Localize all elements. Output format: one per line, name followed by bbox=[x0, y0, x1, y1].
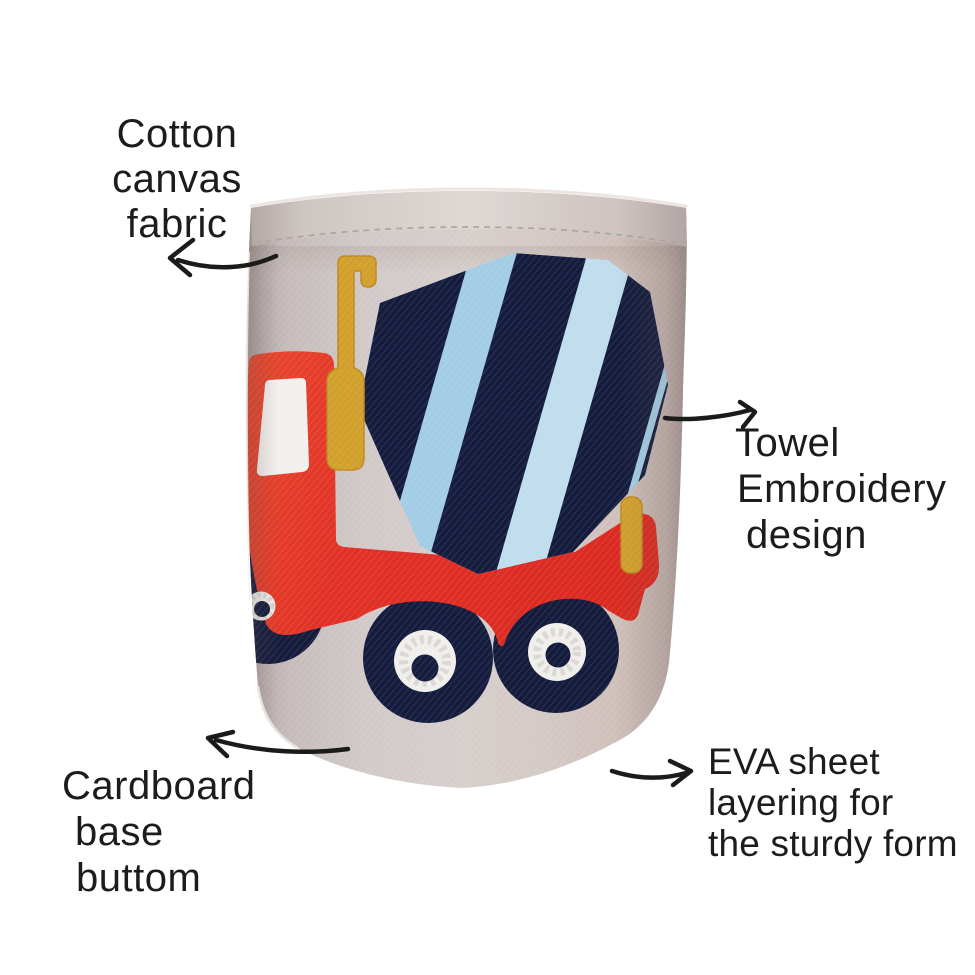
right-side-shading bbox=[615, 191, 687, 788]
arrow-to-cardboard-label bbox=[205, 729, 351, 759]
left-edge-seam bbox=[245, 251, 251, 601]
label-line: Cotton bbox=[116, 112, 238, 156]
arrow-to-eva-label bbox=[609, 758, 694, 788]
basket-rim bbox=[251, 191, 687, 247]
cardboard-base-label: Cardboard base buttom bbox=[62, 763, 256, 901]
label-line: layering for bbox=[708, 782, 894, 823]
label-line: the sturdy form bbox=[708, 823, 958, 864]
label-line: Cardboard bbox=[62, 764, 256, 808]
label-line: fabric bbox=[126, 202, 228, 246]
arrow-to-cotton-label bbox=[167, 237, 279, 278]
rim-stitch-line bbox=[253, 226, 685, 245]
rim-top-highlight bbox=[249, 187, 688, 208]
label-line: canvas bbox=[112, 157, 242, 201]
towel-embroidery-label: Towel Embroidery design bbox=[735, 420, 947, 558]
cotton-canvas-label: Cotton canvas fabric bbox=[61, 112, 293, 247]
label-line: Towel bbox=[735, 421, 840, 465]
label-line: EVA sheet bbox=[708, 741, 880, 782]
bottom-edge-seam bbox=[256, 685, 299, 750]
label-line: Embroidery bbox=[737, 467, 947, 511]
label-line: base bbox=[75, 810, 164, 854]
fabric-weave-texture bbox=[246, 191, 687, 788]
label-line: design bbox=[746, 513, 867, 557]
eva-sheet-label: EVA sheet layering for the sturdy form bbox=[708, 741, 958, 864]
annotation-arrows bbox=[167, 237, 758, 788]
arrow-to-towel-label bbox=[662, 399, 758, 430]
label-line: buttom bbox=[76, 856, 202, 900]
